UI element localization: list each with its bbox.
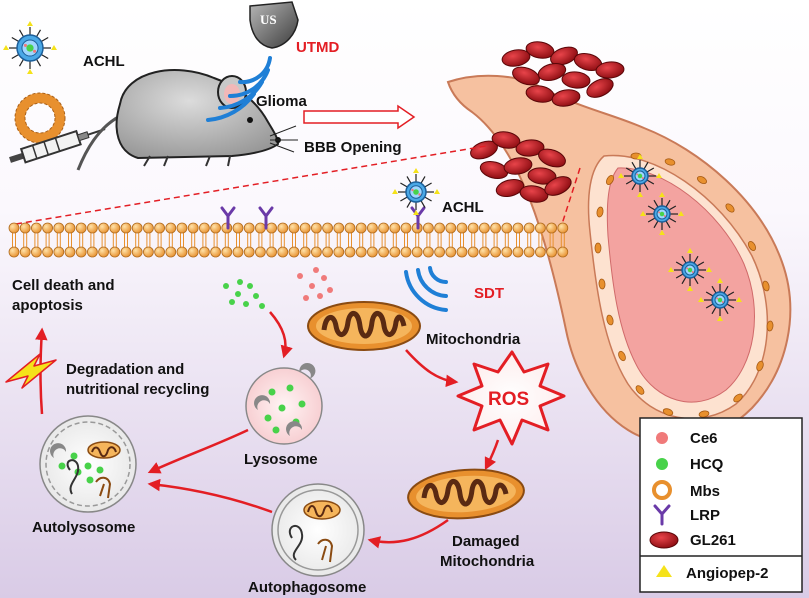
achl-top-label: ACHL xyxy=(83,53,125,70)
yellow-triangle-icon xyxy=(656,565,672,577)
purple-y-receptor-icon xyxy=(653,504,671,526)
gl261-cell-icon xyxy=(538,148,566,168)
vessel-nanoparticle-icon xyxy=(698,278,742,321)
autophagosome-icon xyxy=(271,483,365,577)
gl261-cell-icon xyxy=(544,176,572,196)
blood-vessel xyxy=(446,74,792,445)
pink-dot-icon xyxy=(656,432,668,444)
arrow-damaged-to-autophagosome xyxy=(367,518,449,549)
lightning-icon xyxy=(5,353,57,389)
glioma-label: Glioma xyxy=(256,93,308,110)
cell-death-label-1: Cell death and xyxy=(12,277,115,294)
hcq-dots xyxy=(223,279,265,309)
cell-death-label-2: apoptosis xyxy=(12,297,83,314)
legend: Ce6 HCQ Mbs LRP GL261 Angiopep-2 xyxy=(639,417,803,593)
gl261-cell-icon xyxy=(537,62,567,82)
lysosome-icon xyxy=(245,362,323,445)
autolysosome-icon xyxy=(39,415,137,513)
gl261-cell-icon xyxy=(501,49,531,67)
lysosome-label: Lysosome xyxy=(244,451,318,468)
ros-burst-icon: ROS xyxy=(456,350,566,446)
mitochondria-label: Mitochondria xyxy=(426,331,521,348)
bbb-arrow xyxy=(303,104,416,130)
gl261-cell-icon xyxy=(519,185,549,203)
syringe-icon xyxy=(9,128,106,164)
us-label: US xyxy=(260,12,277,27)
gl261-cell-icon xyxy=(479,160,509,180)
gl261-cluster-top xyxy=(501,41,625,107)
gl261-cell-icon xyxy=(495,178,525,198)
legend-label-hcq: HCQ xyxy=(690,456,724,473)
legend-item-mbs: Mbs xyxy=(652,480,720,500)
legend-item-ce6: Ce6 xyxy=(656,430,718,447)
legend-label-angiopep: Angiopep-2 xyxy=(686,565,769,582)
gl261-cell-icon xyxy=(527,167,557,185)
gl261-cell-icon xyxy=(550,46,578,66)
degradation-label-2: nutritional recycling xyxy=(66,381,209,398)
legend-item-angiopep: Angiopep-2 xyxy=(656,565,769,582)
legend-label-lrp: LRP xyxy=(690,507,720,524)
legend-item-lrp: LRP xyxy=(653,504,720,526)
damaged-label-1: Damaged xyxy=(452,533,520,550)
legend-label-mbs: Mbs xyxy=(690,483,720,500)
degradation-label-1: Degradation and xyxy=(66,361,184,378)
autolysosome-label: Autolysosome xyxy=(32,519,135,536)
arrow-lysosome-to-autolysosome xyxy=(147,428,249,474)
gl261-cell-icon xyxy=(561,71,591,89)
gl261-cell-icon xyxy=(551,89,581,107)
autophagosome-label: Autophagosome xyxy=(248,579,366,596)
ros-label: ROS xyxy=(488,389,529,410)
cell-membrane xyxy=(8,222,569,258)
microbubble-icon xyxy=(14,92,66,144)
ultrasound-transducer-icon: US xyxy=(249,1,299,49)
arrow-ros-to-damaged xyxy=(484,439,500,471)
gl261-cluster-mid xyxy=(470,131,572,203)
achl-nanoparticle-icon xyxy=(3,21,57,74)
vessel-nanoparticle-icon xyxy=(618,154,662,197)
legend-label-ce6: Ce6 xyxy=(690,430,718,447)
damaged-mitochondria-icon xyxy=(407,468,525,520)
achl-membrane-nanoparticle-icon xyxy=(392,168,440,215)
sdt-waves-icon xyxy=(404,266,448,312)
red-cell-icon xyxy=(649,531,679,549)
achl-membrane-label: ACHL xyxy=(442,199,484,216)
arrow-hcq-to-lysosome xyxy=(269,311,293,359)
vessel-nanoparticle-icon xyxy=(640,192,684,235)
arrow-autophagosome-to-autolysosome xyxy=(147,478,273,514)
legend-item-hcq: HCQ xyxy=(656,456,724,473)
arrow-mito-to-ros xyxy=(405,349,459,388)
mitochondria-icon xyxy=(307,301,421,351)
damaged-label-2: Mitochondria xyxy=(440,553,535,570)
green-dot-icon xyxy=(656,458,668,470)
orange-ring-icon xyxy=(652,480,672,500)
gl261-cell-icon xyxy=(491,131,521,149)
bbb-label: BBB Opening xyxy=(304,139,402,156)
sdt-label: SDT xyxy=(474,285,504,302)
gl261-cell-icon xyxy=(595,61,625,79)
vessel-nanoparticle-icon xyxy=(668,248,712,291)
ce6-dots xyxy=(297,267,333,301)
ultrasound-waves-icon xyxy=(206,56,272,122)
gl261-cell-icon xyxy=(515,139,545,157)
legend-item-gl261: GL261 xyxy=(649,531,736,549)
gl261-cell-icon xyxy=(586,78,614,98)
gl261-cell-icon xyxy=(512,66,540,86)
utmd-label: UTMD xyxy=(296,39,339,56)
mouse-icon xyxy=(76,69,298,171)
gl261-cell-icon xyxy=(503,157,533,175)
legend-label-gl261: GL261 xyxy=(690,532,736,549)
